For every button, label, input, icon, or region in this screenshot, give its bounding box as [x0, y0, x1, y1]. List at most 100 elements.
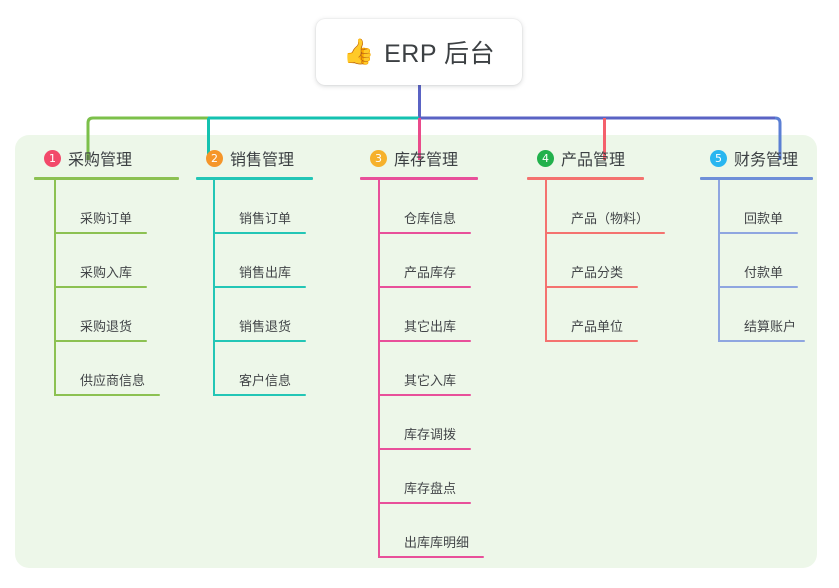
list-item[interactable]: 其它入库 — [378, 342, 520, 396]
branch-header-4[interactable]: 4 产品管理 — [527, 145, 692, 171]
leaf-rule — [378, 502, 471, 504]
branch-badge-1: 1 — [44, 149, 61, 167]
leaf-label: 其它出库 — [404, 319, 457, 334]
branch-title-1: 采购管理 — [68, 152, 133, 169]
leaf-rule — [378, 286, 471, 288]
list-item[interactable]: 产品（物料） — [545, 180, 692, 234]
leaf-label: 库存盘点 — [404, 481, 457, 496]
branch-column-3: 3 库存管理 仓库信息 产品库存 其它出库 其它入库 库存调拨 — [360, 145, 520, 558]
leaf-rule — [718, 286, 798, 288]
leaf-label: 供应商信息 — [80, 373, 146, 388]
leaf-label: 产品分类 — [571, 265, 624, 280]
branch-header-5[interactable]: 5 财务管理 — [700, 145, 830, 171]
leaf-rule — [54, 232, 147, 234]
leaf-rule — [378, 448, 471, 450]
list-item[interactable]: 供应商信息 — [54, 342, 189, 396]
list-item[interactable]: 采购订单 — [54, 180, 189, 234]
branch-title-3: 库存管理 — [394, 152, 459, 169]
branch-title-5: 财务管理 — [734, 152, 799, 169]
leaf-label: 采购退货 — [80, 319, 133, 334]
leaf-label: 回款单 — [744, 211, 784, 226]
branch-items-2: 销售订单 销售出库 销售退货 客户信息 — [213, 180, 346, 396]
leaf-rule — [213, 232, 306, 234]
list-item[interactable]: 客户信息 — [213, 342, 346, 396]
diagram-panel — [15, 135, 817, 568]
list-item[interactable]: 结算账户 — [718, 288, 830, 342]
thumbs-up-icon: 👍 — [342, 37, 375, 66]
branch-items-1: 采购订单 采购入库 采购退货 供应商信息 — [54, 180, 189, 396]
leaf-label: 出库库明细 — [404, 535, 470, 550]
leaf-rule — [718, 340, 805, 342]
list-item[interactable]: 仓库信息 — [378, 180, 520, 234]
list-item[interactable]: 产品库存 — [378, 234, 520, 288]
list-item[interactable]: 采购入库 — [54, 234, 189, 288]
list-item[interactable]: 出库库明细 — [378, 504, 520, 558]
list-item[interactable]: 其它出库 — [378, 288, 520, 342]
list-item[interactable]: 销售出库 — [213, 234, 346, 288]
leaf-label: 仓库信息 — [404, 211, 457, 226]
branch-spine-2 — [213, 180, 215, 396]
branch-badge-3: 3 — [370, 149, 387, 167]
branch-badge-2: 2 — [206, 149, 223, 167]
branch-title-4: 产品管理 — [561, 152, 626, 169]
leaf-label: 采购入库 — [80, 265, 133, 280]
leaf-rule — [378, 394, 471, 396]
branch-header-1[interactable]: 1 采购管理 — [34, 145, 189, 171]
leaf-rule — [545, 340, 638, 342]
list-item[interactable]: 库存盘点 — [378, 450, 520, 504]
leaf-rule — [718, 232, 798, 234]
list-item[interactable]: 付款单 — [718, 234, 830, 288]
branch-items-4: 产品（物料） 产品分类 产品单位 — [545, 180, 692, 342]
leaf-rule — [54, 286, 147, 288]
branch-column-1: 1 采购管理 采购订单 采购入库 采购退货 供应商信息 — [34, 145, 189, 396]
list-item[interactable]: 回款单 — [718, 180, 830, 234]
branch-spine-3 — [378, 180, 380, 558]
leaf-label: 销售订单 — [239, 211, 292, 226]
list-item[interactable]: 采购退货 — [54, 288, 189, 342]
branch-items-5: 回款单 付款单 结算账户 — [718, 180, 830, 342]
branch-spine-4 — [545, 180, 547, 342]
leaf-rule — [213, 340, 306, 342]
branch-badge-4: 4 — [537, 149, 554, 167]
list-item[interactable]: 销售订单 — [213, 180, 346, 234]
branch-column-4: 4 产品管理 产品（物料） 产品分类 产品单位 — [527, 145, 692, 342]
list-item[interactable]: 库存调拨 — [378, 396, 520, 450]
branch-column-5: 5 财务管理 回款单 付款单 结算账户 — [700, 145, 830, 342]
leaf-label: 付款单 — [744, 265, 784, 280]
list-item[interactable]: 产品分类 — [545, 234, 692, 288]
leaf-label: 产品单位 — [571, 319, 624, 334]
leaf-rule — [545, 286, 638, 288]
leaf-rule — [378, 232, 471, 234]
branch-rule-5 — [700, 177, 813, 180]
branch-rule-1 — [34, 177, 179, 180]
root-node[interactable]: 👍 ERP 后台 — [316, 19, 522, 85]
leaf-rule — [54, 340, 147, 342]
leaf-label: 销售出库 — [239, 265, 292, 280]
leaf-rule — [545, 232, 665, 234]
list-item[interactable]: 销售退货 — [213, 288, 346, 342]
branch-rule-3 — [360, 177, 478, 180]
leaf-label: 客户信息 — [239, 373, 292, 388]
leaf-rule — [378, 556, 484, 558]
branch-spine-1 — [54, 180, 56, 396]
list-item[interactable]: 产品单位 — [545, 288, 692, 342]
branch-rule-2 — [196, 177, 313, 180]
branch-column-2: 2 销售管理 销售订单 销售出库 销售退货 客户信息 — [196, 145, 346, 396]
leaf-label: 销售退货 — [239, 319, 292, 334]
branch-header-2[interactable]: 2 销售管理 — [196, 145, 346, 171]
leaf-rule — [213, 286, 306, 288]
leaf-label: 其它入库 — [404, 373, 457, 388]
branch-badge-5: 5 — [710, 149, 727, 167]
leaf-label: 产品库存 — [404, 265, 457, 280]
leaf-label: 产品（物料） — [571, 211, 650, 226]
page-title: ERP 后台 — [384, 40, 496, 68]
leaf-label: 结算账户 — [744, 319, 797, 334]
leaf-rule — [378, 340, 471, 342]
leaf-rule — [54, 394, 160, 396]
leaf-label: 采购订单 — [80, 211, 133, 226]
branch-rule-4 — [527, 177, 644, 180]
branch-title-2: 销售管理 — [230, 152, 295, 169]
branch-spine-5 — [718, 180, 720, 342]
branch-header-3[interactable]: 3 库存管理 — [360, 145, 520, 171]
